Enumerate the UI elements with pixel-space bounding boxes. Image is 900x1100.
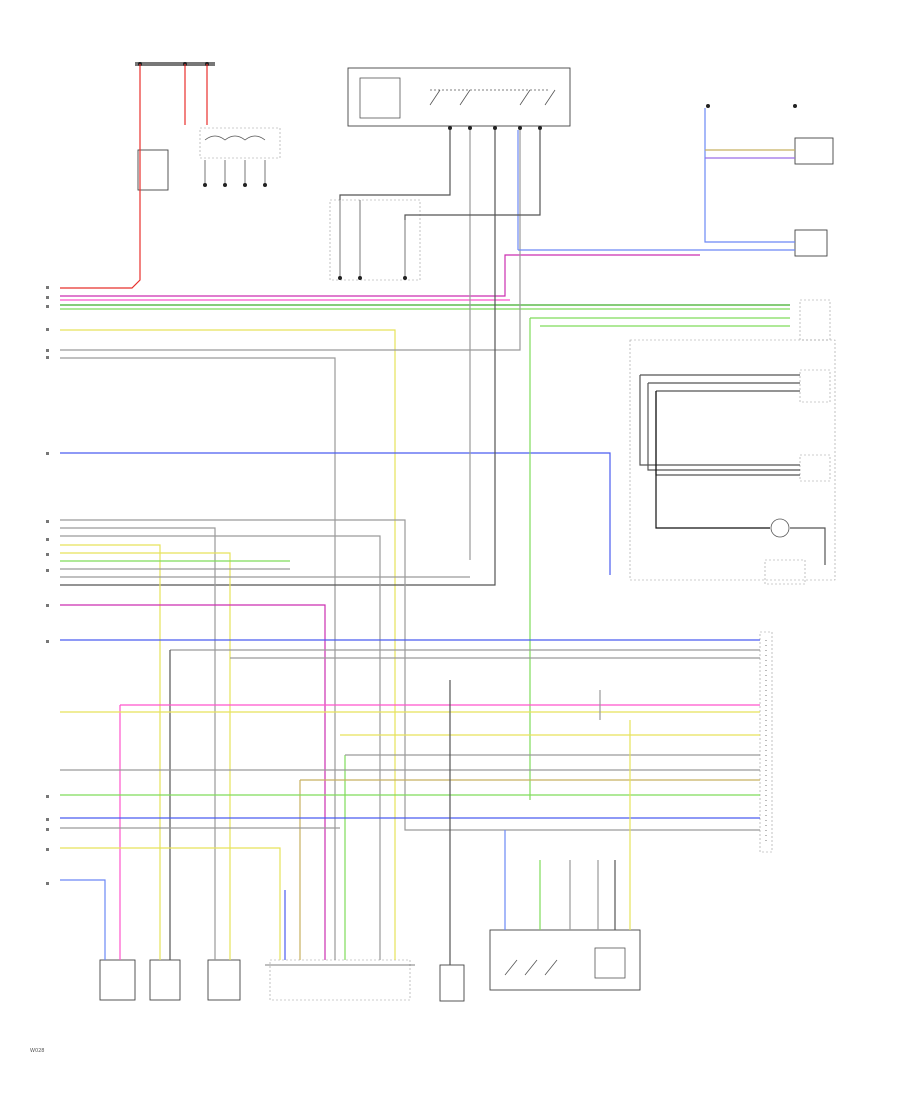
right-connector-stack bbox=[759, 631, 773, 853]
sensor-5 bbox=[439, 964, 465, 1002]
sensor-3 bbox=[207, 959, 241, 1001]
main-relay-box bbox=[347, 67, 571, 130]
left-terminals bbox=[46, 286, 49, 885]
bottom-relay-box bbox=[489, 929, 641, 991]
sensor-group bbox=[269, 959, 411, 1001]
fuse-box bbox=[137, 149, 169, 191]
wires bbox=[60, 64, 826, 965]
fuse-block bbox=[199, 127, 281, 159]
sensor-2 bbox=[149, 959, 181, 1001]
diagram-code: W028 bbox=[30, 1048, 45, 1054]
bottom-components bbox=[99, 929, 641, 1002]
center-relay bbox=[329, 199, 421, 281]
right-component-top bbox=[629, 104, 836, 585]
top-left-fuse-group bbox=[135, 62, 281, 191]
sensor-1 bbox=[99, 959, 136, 1001]
